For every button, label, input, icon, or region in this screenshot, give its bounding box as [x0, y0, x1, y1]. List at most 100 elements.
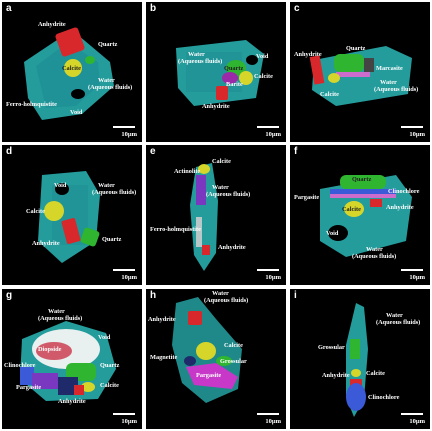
label-calcite: Calcite [62, 65, 81, 72]
label-anhydrite: Anhydrite [148, 316, 176, 323]
label-calcite: Calcite [366, 370, 385, 377]
panel-d-image [38, 171, 100, 263]
panel-b-image [176, 40, 264, 106]
label-calcite: Calcite [342, 206, 361, 213]
label-anhydrite: Anhydrite [32, 240, 60, 247]
label-anhydrite: Anhydrite [218, 244, 246, 251]
label-clinochlore: Clinochlore [4, 362, 36, 369]
label-calcite: Calcite [224, 342, 243, 349]
label-anhydrite: Anhydrite [386, 204, 414, 211]
panel-i: i Water (Aqueous fluids) Grossular Anhyd… [290, 289, 430, 429]
panel-b-letter: b [150, 3, 157, 14]
label-anhydrite: Anhydrite [294, 51, 322, 58]
label-aqueous-fluids: (Aqueous fluids) [204, 297, 249, 304]
panel-a: a Anhydrite Quartz Calcite Water (Aqueou… [2, 2, 142, 142]
label-grossular: Grossular [220, 358, 247, 365]
label-ferro-holmquistite: Ferro-holmquistite [150, 226, 201, 233]
scale-text: 10μm [409, 131, 425, 138]
panel-e-image [190, 163, 218, 271]
label-quartz: Quartz [102, 236, 122, 243]
label-water: Water [366, 246, 383, 253]
label-anhydrite: Anhydrite [38, 21, 66, 28]
label-anhydrite: Anhydrite [58, 398, 86, 405]
label-aqueous-fluids: (Aqueous fluids) [178, 58, 223, 65]
panel-g-letter: g [6, 290, 13, 301]
scale-text: 10μm [265, 274, 281, 281]
panel-c-letter: c [294, 3, 300, 14]
scale-text: 10μm [409, 274, 425, 281]
panel-a-letter: a [6, 3, 12, 14]
scale-text: 10μm [265, 131, 281, 138]
panel-e: e Calcite Actinolite Water (Aqueous flui… [146, 145, 286, 285]
label-aqueous-fluids: (Aqueous fluids) [92, 189, 137, 196]
panel-d-letter: d [6, 146, 13, 157]
panel-h: h Water (Aqueous fluids) Anhydrite Calci… [146, 289, 286, 429]
panel-f: f Quartz Clinochlore Pargasite Calcite A… [290, 145, 430, 285]
label-aqueous-fluids: (Aqueous fluids) [352, 253, 397, 260]
scale-bar [113, 269, 135, 271]
panel-c-image [309, 46, 412, 106]
scale-text: 10μm [409, 418, 425, 425]
panel-f-image [320, 175, 412, 257]
label-void: Void [98, 334, 111, 341]
label-actinolite: Actinolite [174, 168, 201, 175]
panel-g-image [20, 321, 116, 401]
label-calcite: Calcite [320, 91, 339, 98]
label-void: Void [54, 182, 67, 189]
label-quartz: Quartz [98, 41, 118, 48]
label-pargasite: Pargasite [16, 384, 42, 391]
scale-bar [257, 269, 279, 271]
label-water: Water [188, 51, 205, 58]
label-water: Water [98, 182, 115, 189]
label-pargasite: Pargasite [294, 194, 320, 201]
label-aqueous-fluids: (Aqueous fluids) [88, 84, 133, 91]
scale-bar [257, 413, 279, 415]
label-void: Void [326, 230, 339, 237]
panel-f-letter: f [294, 146, 298, 157]
scale-bar [401, 126, 423, 128]
panel-i-image [346, 303, 368, 417]
label-grossular: Grossular [318, 344, 345, 351]
label-aqueous-fluids: (Aqueous fluids) [374, 86, 419, 93]
label-anhydrite: Anhydrite [322, 372, 350, 379]
label-calcite: Calcite [212, 158, 231, 165]
label-water: Water [212, 290, 229, 297]
label-anhydrite: Anhydrite [202, 103, 230, 110]
label-quartz: Quartz [100, 362, 120, 369]
label-void: Void [70, 109, 83, 116]
scale-text: 10μm [265, 418, 281, 425]
label-barite: Barite [226, 81, 243, 88]
label-water: Water [380, 79, 397, 86]
label-quartz: Quartz [224, 65, 244, 72]
label-ferro-holmquistite: Ferro-holmquistite [6, 101, 57, 108]
label-aqueous-fluids: (Aqueous fluids) [376, 319, 421, 326]
scale-text: 10μm [121, 274, 137, 281]
label-clinochlore: Clinochlore [388, 188, 420, 195]
scale-bar [257, 126, 279, 128]
scale-bar [401, 269, 423, 271]
scale-text: 10μm [121, 418, 137, 425]
label-calcite: Calcite [26, 208, 45, 215]
label-marcasite: Marcasite [376, 65, 403, 72]
label-water: Water [386, 312, 403, 319]
scale-bar [113, 413, 135, 415]
label-quartz: Quartz [346, 45, 366, 52]
panel-h-image [172, 297, 242, 403]
label-water: Water [98, 77, 115, 84]
label-magnetite: Magnetite [150, 354, 178, 361]
scale-bar [401, 413, 423, 415]
panel-b: b Water (Aqueous fluids) Void Quartz Cal… [146, 2, 286, 142]
panel-e-letter: e [150, 146, 156, 157]
panel-i-letter: i [294, 290, 297, 301]
scale-bar [113, 126, 135, 128]
panel-h-letter: h [150, 290, 157, 301]
panel-d: d Void Water (Aqueous fluids) Calcite An… [2, 145, 142, 285]
label-aqueous-fluids: (Aqueous fluids) [206, 191, 251, 198]
label-calcite: Calcite [100, 382, 119, 389]
label-diopside: Diopside [38, 346, 62, 353]
panel-g: g Water (Aqueous fluids) Void Diopside Q… [2, 289, 142, 429]
scale-text: 10μm [121, 131, 137, 138]
label-calcite: Calcite [254, 73, 273, 80]
label-water: Water [212, 184, 229, 191]
label-water: Water [48, 308, 65, 315]
